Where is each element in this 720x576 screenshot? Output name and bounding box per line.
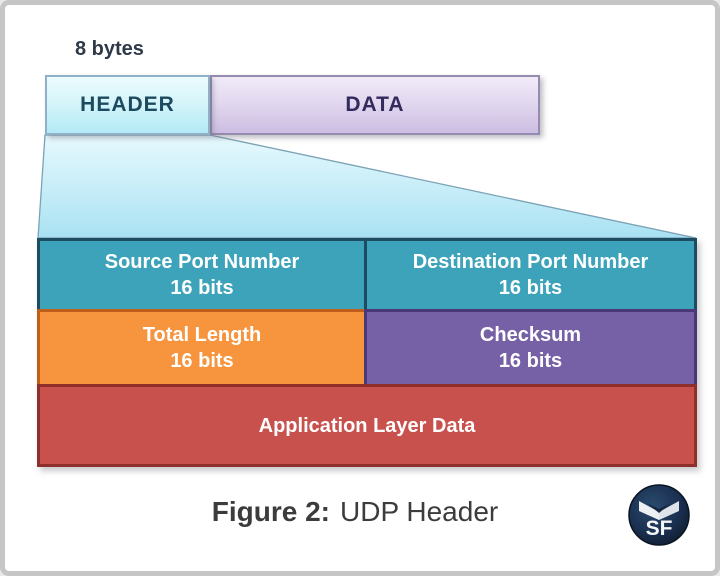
sf-logo: SF — [628, 484, 690, 546]
size-label: 8 bytes — [75, 38, 144, 60]
figure-caption: Figure 2: UDP Header — [5, 496, 705, 528]
field-size: 16 bits — [170, 277, 234, 299]
field-title: Destination Port Number — [412, 251, 649, 273]
field-title: Application Layer Data — [258, 414, 476, 437]
logo-text: SF — [646, 517, 673, 540]
field-source-port: Source Port Number 16 bits — [37, 238, 367, 312]
packet-bar-header-label: HEADER — [80, 93, 175, 116]
packet-bar-header-segment: HEADER — [45, 75, 210, 135]
udp-header-table: Source Port Number 16 bits Destination P… — [37, 238, 697, 467]
field-destination-port: Destination Port Number 16 bits — [364, 238, 697, 312]
figure-caption-number: Figure 2: — [211, 496, 330, 527]
packet-bar-data-segment: DATA — [210, 75, 540, 135]
field-size: 16 bits — [498, 350, 563, 372]
figure-caption-title: UDP Header — [340, 496, 499, 527]
packet-bar-data-label: DATA — [345, 93, 405, 116]
field-title: Source Port Number — [104, 251, 300, 273]
field-checksum: Checksum 16 bits — [364, 309, 697, 387]
field-size: 16 bits — [498, 277, 563, 299]
expansion-trapezoid — [37, 134, 697, 239]
open-book-icon — [639, 501, 679, 520]
field-size: 16 bits — [170, 350, 234, 372]
field-application-layer-data: Application Layer Data — [37, 384, 697, 467]
field-title: Total Length — [142, 324, 262, 346]
field-total-length: Total Length 16 bits — [37, 309, 367, 387]
field-title: Checksum — [479, 324, 582, 346]
